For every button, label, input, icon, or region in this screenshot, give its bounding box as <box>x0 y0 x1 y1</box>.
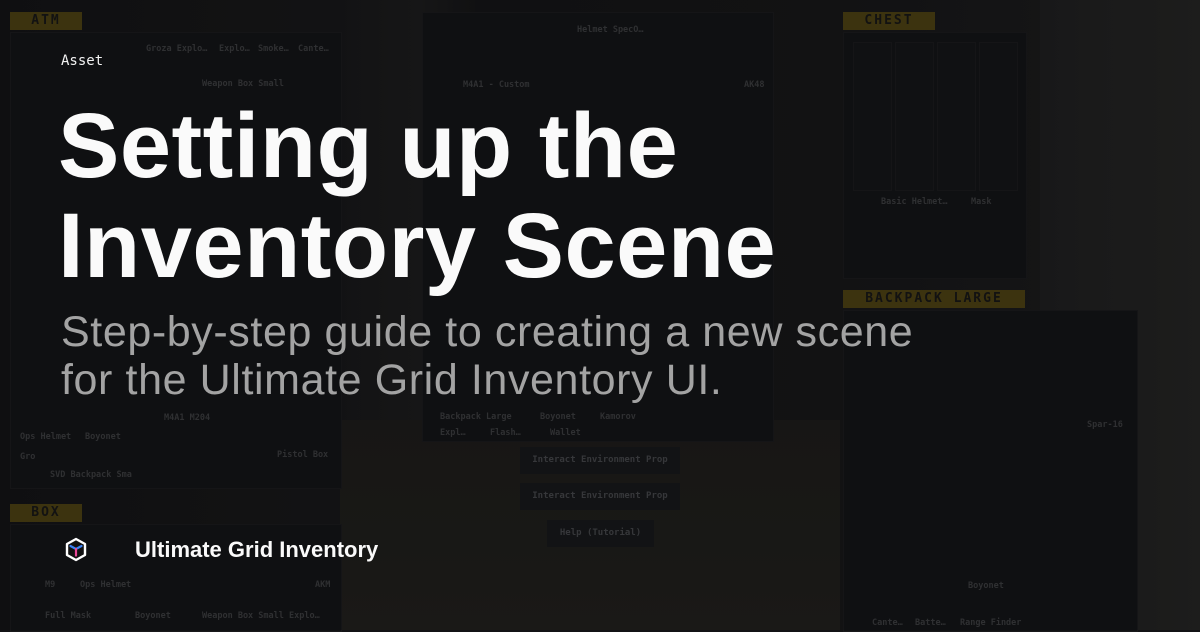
cube-icon <box>65 537 87 562</box>
item-label: Expl… <box>440 428 466 438</box>
interact-environment-prop-button[interactable]: Interact Environment Prop <box>520 447 680 474</box>
item-label: Boyonet <box>85 432 121 442</box>
item-label: AKM <box>315 580 331 590</box>
brand-name: Ultimate Grid Inventory <box>135 537 379 562</box>
item-label: Backpack Large <box>440 412 512 422</box>
item-label: Full Mask <box>45 611 92 621</box>
grid-cell <box>853 42 892 191</box>
item-label: Flash… <box>490 428 521 438</box>
grid-cell <box>895 42 934 191</box>
box-badge: BOX <box>10 504 82 522</box>
grid-cell <box>979 42 1018 191</box>
item-label: Smoke… <box>258 44 289 54</box>
item-label: Pistol Box <box>277 450 329 460</box>
subtitle-line: Step-by-step guide to creating a new sce… <box>61 308 914 356</box>
item-label: Cante… <box>298 44 329 54</box>
item-label: Weapon Box Small <box>202 79 284 89</box>
chest-badge: CHEST <box>843 12 935 30</box>
title-line: Inventory Scene <box>58 195 777 297</box>
backpack-panel <box>843 310 1138 632</box>
item-label: Kamorov <box>600 412 636 422</box>
item-label: Mask <box>971 197 992 207</box>
item-label: Batte… <box>915 618 946 628</box>
atm-badge: ATM <box>10 12 82 30</box>
item-label: Explo… <box>219 44 250 54</box>
subtitle-line: for the Ultimate Grid Inventory UI. <box>61 356 723 404</box>
page-title: Setting up the Inventory Scene <box>58 96 776 296</box>
backpack-badge: BACKPACK LARGE <box>843 290 1025 308</box>
item-label: Basic Helmet… <box>881 197 948 207</box>
item-label: Range Finder <box>960 618 1022 628</box>
box-panel <box>10 524 342 632</box>
item-label: Weapon Box Small Explo… <box>202 611 320 621</box>
item-label: Helmet SpecO… <box>577 25 644 35</box>
grid-cell <box>937 42 976 191</box>
item-label: AK48 <box>744 80 765 90</box>
page-subtitle: Step-by-step guide to creating a new sce… <box>61 308 1141 404</box>
item-label: Boyonet <box>135 611 171 621</box>
item-label: M4A1 M204 <box>164 413 211 423</box>
item-label: Ops Helmet <box>20 432 72 442</box>
atm-panel <box>10 32 342 489</box>
item-label: Groza Explo… <box>146 44 208 54</box>
item-label: M9 <box>45 580 56 590</box>
category-label: Asset <box>61 53 104 69</box>
brand: Ultimate Grid Inventory <box>64 537 378 563</box>
item-label: Cante… <box>872 618 903 628</box>
item-label: Spar-16 <box>1087 420 1123 430</box>
item-label: Ops Helmet <box>80 580 132 590</box>
interact-environment-prop-button[interactable]: Interact Environment Prop <box>520 483 680 510</box>
item-label: Boyonet <box>968 581 1004 591</box>
help-tutorial-button[interactable]: Help (Tutorial) <box>547 520 654 547</box>
item-label: M4A1 - Custom <box>463 80 530 90</box>
item-label: Gro <box>20 452 36 462</box>
item-label: SVD Backpack Sma <box>50 470 132 480</box>
title-line: Setting up the <box>58 95 679 197</box>
item-label: Wallet <box>550 428 581 438</box>
center-inventory-panel <box>422 12 774 442</box>
item-label: Boyonet <box>540 412 576 422</box>
